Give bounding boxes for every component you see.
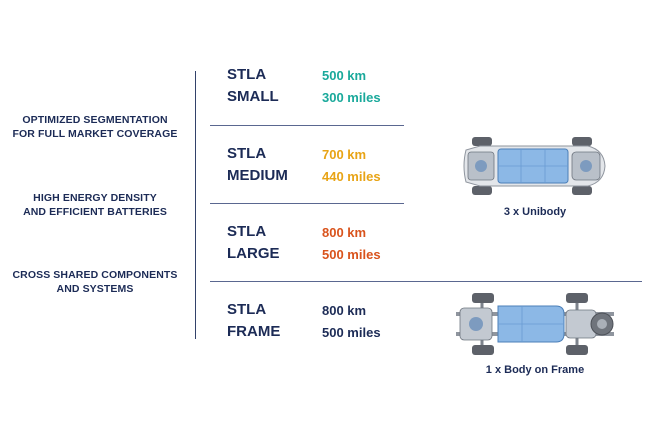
platform-frame-line1: STLA	[227, 301, 267, 318]
platform-frame-miles: 500 miles	[322, 325, 381, 340]
feature-segmentation-line1: OPTIMIZED SEGMENTATION	[22, 114, 168, 126]
feature-energy-density-line2: AND EFFICIENT BATTERIES	[23, 206, 167, 218]
vertical-divider	[195, 71, 196, 339]
platform-large-km: 800 km	[322, 225, 367, 240]
platform-medium-name: STLA MEDIUM	[227, 143, 288, 187]
platform-large-name: STLA LARGE	[227, 221, 280, 265]
platform-medium-km: 700 km	[322, 147, 367, 162]
platform-small-range: 500 km 300 miles	[322, 65, 381, 109]
platform-frame-km: 800 km	[322, 303, 367, 318]
unibody-chassis-icon	[463, 137, 606, 195]
feature-shared-components-line2: AND SYSTEMS	[56, 283, 134, 295]
platform-large-miles: 500 miles	[322, 247, 381, 262]
unibody-caption: 3 x Unibody	[503, 206, 567, 218]
platform-medium-line2: MEDIUM	[227, 167, 288, 184]
platform-large-range: 800 km 500 miles	[322, 222, 381, 266]
separator-small-medium	[210, 125, 404, 126]
platform-medium-line1: STLA	[227, 145, 267, 162]
feature-segmentation-line2: FOR FULL MARKET COVERAGE	[12, 128, 178, 140]
platform-small-miles: 300 miles	[322, 90, 381, 105]
separator-medium-large	[210, 203, 404, 204]
frame-caption: 1 x Body on Frame	[485, 364, 585, 376]
platform-small-line1: STLA	[227, 66, 267, 83]
feature-shared-components: CROSS SHARED COMPONENTS AND SYSTEMS	[0, 268, 190, 296]
separator-large-frame	[210, 281, 642, 282]
platform-large-line1: STLA	[227, 223, 267, 240]
feature-energy-density-line1: HIGH ENERGY DENSITY	[33, 192, 157, 204]
feature-shared-components-line1: CROSS SHARED COMPONENTS	[12, 269, 178, 281]
platform-frame-name: STLA FRAME	[227, 299, 280, 343]
platform-frame-line2: FRAME	[227, 323, 281, 340]
platform-small-line2: SMALL	[227, 88, 279, 105]
platform-medium-miles: 440 miles	[322, 169, 381, 184]
platform-frame-range: 800 km 500 miles	[322, 300, 381, 344]
feature-energy-density: HIGH ENERGY DENSITY AND EFFICIENT BATTER…	[0, 191, 190, 219]
body-on-frame-chassis-icon	[456, 293, 614, 355]
platform-large-line2: LARGE	[227, 245, 280, 262]
feature-segmentation: OPTIMIZED SEGMENTATION FOR FULL MARKET C…	[0, 113, 190, 141]
platform-small-km: 500 km	[322, 68, 367, 83]
platform-medium-range: 700 km 440 miles	[322, 144, 381, 188]
platform-small-name: STLA SMALL	[227, 64, 279, 108]
